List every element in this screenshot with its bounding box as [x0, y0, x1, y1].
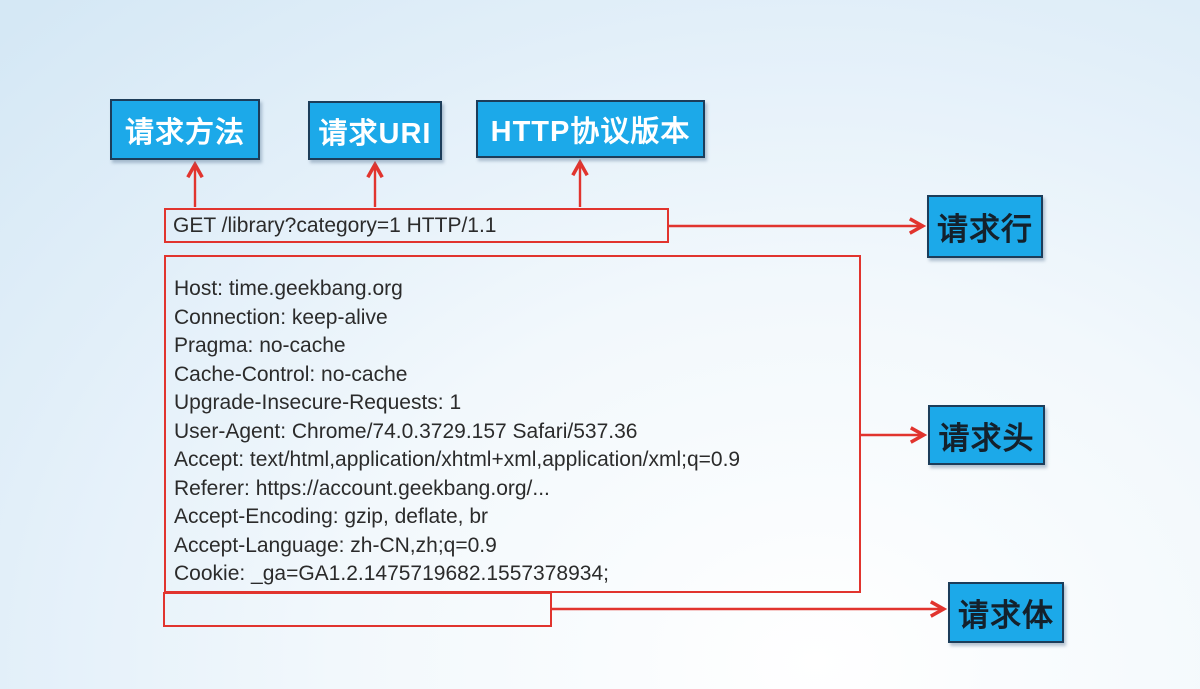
header-line: Accept-Encoding: gzip, deflate, br	[174, 505, 489, 528]
request-headers-list: Host: time.geekbang.org Connection: keep…	[174, 275, 854, 589]
request-body-label: 请求体	[958, 598, 1054, 633]
request-line-label: 请求行	[937, 212, 1033, 247]
label-box-request-uri: 请求URI	[308, 101, 442, 160]
request-body-box	[163, 592, 552, 627]
request-method-label: 请求方法	[124, 116, 245, 149]
label-box-request-headers: 请求头	[928, 405, 1045, 465]
header-line: Connection: keep-alive	[174, 305, 388, 329]
header-line: Accept-Language: zh-CN,zh;q=0.9	[174, 533, 497, 557]
label-box-http-version: HTTP协议版本	[476, 100, 705, 158]
header-line: Accept: text/html,application/xhtml+xml,…	[174, 448, 741, 471]
label-box-request-line: 请求行	[927, 195, 1043, 258]
http-version-label: HTTP协议版本	[490, 116, 691, 148]
label-box-request-body: 请求体	[948, 582, 1064, 643]
header-line: Host: time.geekbang.org	[174, 277, 403, 300]
header-line: Cookie: _ga=GA1.2.1475719682.1557378934;	[174, 562, 609, 585]
request-uri-label: 请求URI	[318, 117, 432, 150]
header-line: Upgrade-Insecure-Requests: 1	[174, 391, 462, 414]
request-line-box	[164, 208, 669, 243]
header-line: Cache-Control: no-cache	[174, 362, 408, 386]
label-box-request-method: 请求方法	[110, 99, 260, 160]
header-line: User-Agent: Chrome/74.0.3729.157 Safari/…	[174, 419, 638, 443]
request-line-text: GET /library?category=1 HTTP/1.1	[173, 214, 497, 237]
header-line: Pragma: no-cache	[174, 334, 346, 357]
request-headers-label: 请求头	[938, 420, 1035, 456]
header-line: Referer: https://account.geekbang.org/..…	[174, 476, 550, 500]
